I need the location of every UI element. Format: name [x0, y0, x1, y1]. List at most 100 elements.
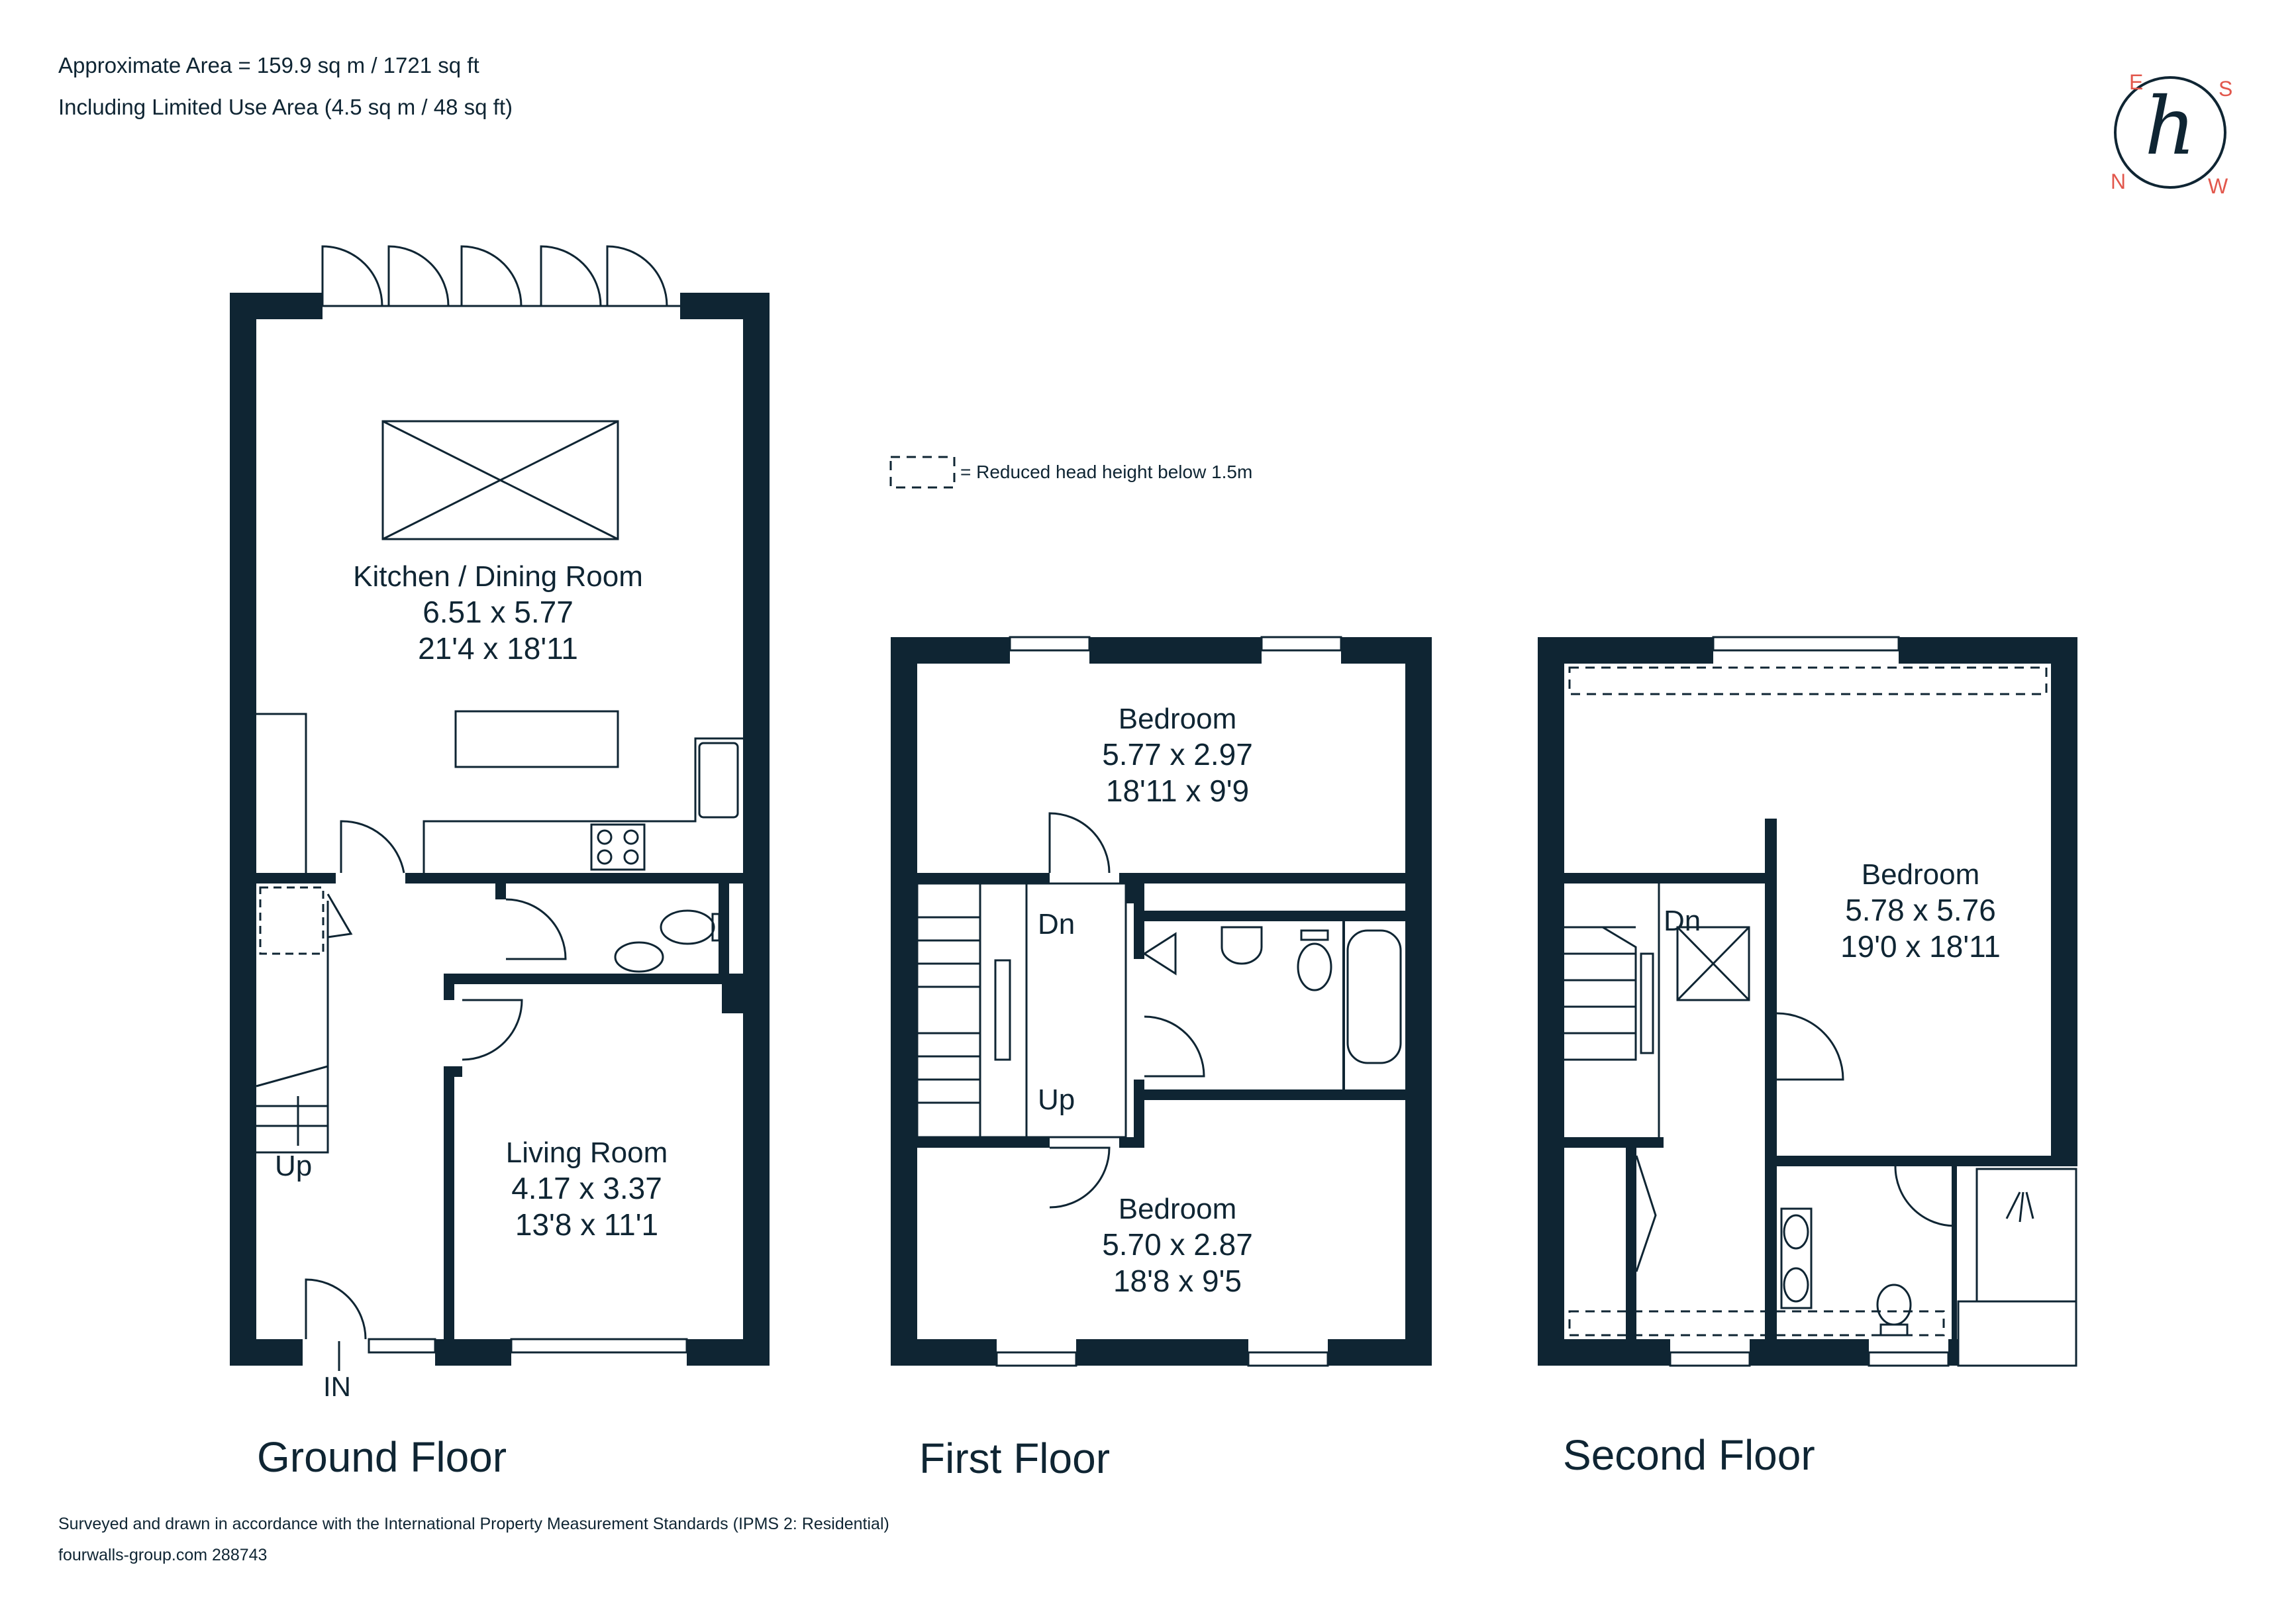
- ground-floor-plan: [230, 293, 770, 1366]
- toilet-cistern: [1879, 1323, 1909, 1337]
- door-swing: [1894, 1166, 1956, 1227]
- compass-e: E: [2129, 70, 2143, 94]
- wall: [1777, 1156, 2077, 1166]
- window: [510, 1338, 688, 1354]
- ground-floor-labels: Kitchen / Dining Room 6.51 x 5.77 21'4 x…: [275, 560, 668, 1402]
- door-swing: [1144, 1015, 1205, 1078]
- basin: [1221, 926, 1263, 965]
- wall: [1328, 1339, 1432, 1366]
- toilet: [1876, 1284, 1912, 1326]
- basin: [1783, 1267, 1809, 1303]
- stairs-down-label: Dn: [1038, 908, 1075, 940]
- wall: [1076, 1339, 1248, 1366]
- wall: [917, 1137, 1050, 1148]
- wall: [1538, 1339, 1670, 1366]
- wall: [1144, 911, 1432, 921]
- bedroom-metric: 5.78 x 5.76: [1845, 893, 1996, 927]
- wall: [1405, 637, 1432, 1366]
- survey-statement: Surveyed and drawn in accordance with th…: [58, 1515, 889, 1533]
- legend: = Reduced head height below 1.5m: [889, 456, 1252, 489]
- wc-cistern: [711, 913, 721, 942]
- window: [1669, 1351, 1751, 1367]
- wall: [230, 293, 323, 319]
- wall: [1626, 1137, 1636, 1339]
- wall: [719, 884, 729, 974]
- roof-lantern-cross: [382, 420, 619, 540]
- stair-flight: [916, 882, 1127, 1138]
- kitchen-sink: [698, 742, 739, 819]
- toilet: [1297, 942, 1332, 991]
- wc-basin: [614, 941, 664, 973]
- compass-n: N: [2111, 170, 2126, 193]
- reference-number: fourwalls-group.com 288743: [58, 1546, 268, 1564]
- window: [995, 1351, 1077, 1367]
- wall: [1342, 921, 1345, 1089]
- wall: [722, 974, 770, 1013]
- toilet-cistern: [1300, 929, 1329, 941]
- kitchen-room-metric: 6.51 x 5.77: [423, 595, 574, 629]
- first-floor-labels: Bedroom 5.77 x 2.97 18'11 x 9'9 Bedroom …: [1038, 703, 1253, 1298]
- wall: [230, 873, 336, 884]
- wall: [405, 873, 770, 884]
- shower-tray: [1975, 1168, 2077, 1303]
- bedroom-a-imperial: 18'11 x 9'9: [1106, 774, 1249, 808]
- ground-floor-fixtures: [256, 245, 743, 1371]
- window: [1868, 1351, 1950, 1367]
- stair-flight: [256, 1065, 329, 1154]
- compass-circle: [2114, 76, 2226, 189]
- wall: [891, 1339, 997, 1366]
- second-floor-label: Second Floor: [1563, 1431, 1815, 1479]
- door-swing: [1048, 812, 1111, 874]
- kitchen-room-imperial: 21'4 x 18'11: [418, 631, 578, 666]
- bedroom-b-imperial: 18'8 x 9'5: [1113, 1264, 1242, 1298]
- wall: [891, 637, 1010, 664]
- wall: [687, 1339, 770, 1366]
- wall: [230, 1339, 303, 1366]
- wall: [1765, 819, 1777, 1365]
- first-floor-fixtures: [916, 636, 1405, 1367]
- living-room-metric: 4.17 x 3.37: [511, 1171, 662, 1205]
- stair-edge: [1564, 926, 1637, 1061]
- bedroom-imperial: 19'0 x 18'11: [1840, 929, 2001, 964]
- wall: [1538, 637, 1713, 664]
- compass-logo: h E S N W: [2111, 70, 2232, 198]
- entrance-label: IN: [323, 1371, 351, 1402]
- wall: [2051, 637, 2077, 1160]
- wall: [743, 293, 770, 1366]
- shower-spray: [2019, 1191, 2024, 1223]
- limited-use-area: Including Limited Use Area (4.5 sq m / 4…: [58, 95, 513, 119]
- hob-ring: [623, 829, 639, 845]
- door-swing: [462, 999, 523, 1061]
- second-floor-plan: [1538, 637, 2077, 1366]
- bedroom-b-metric: 5.70 x 2.87: [1102, 1227, 1253, 1262]
- stairs-up-label: Up: [1038, 1084, 1075, 1116]
- wall: [444, 974, 770, 984]
- shower-head: [1142, 932, 1177, 976]
- wall: [891, 637, 917, 1366]
- legend-text: = Reduced head height below 1.5m: [960, 462, 1252, 482]
- kitchen-room-name: Kitchen / Dining Room: [353, 560, 643, 593]
- door-swing: [340, 820, 405, 874]
- wall: [1564, 873, 1765, 884]
- wall: [444, 1066, 454, 1339]
- wall: [680, 293, 770, 319]
- stairs-up-label: Up: [275, 1150, 312, 1182]
- door-swing: [326, 893, 353, 938]
- first-floor-plan: [891, 637, 1432, 1366]
- hob-ring: [623, 849, 639, 865]
- wall: [1564, 1137, 1664, 1148]
- reduced-head-height: [1568, 1310, 1945, 1337]
- hob-ring: [597, 829, 613, 845]
- bifold-door: [460, 245, 523, 307]
- window: [1247, 1351, 1329, 1367]
- wall: [495, 873, 506, 899]
- stair-void: [259, 886, 324, 955]
- legend-swatch: [889, 456, 956, 489]
- basin: [1783, 1214, 1809, 1250]
- wall-band: [1134, 873, 1405, 884]
- limited-use-box: [1957, 1300, 2077, 1367]
- vanity: [1780, 1207, 1813, 1309]
- bifold-door: [606, 245, 668, 307]
- logo-mark: h: [2144, 81, 2195, 173]
- stair-rail: [994, 959, 1011, 1061]
